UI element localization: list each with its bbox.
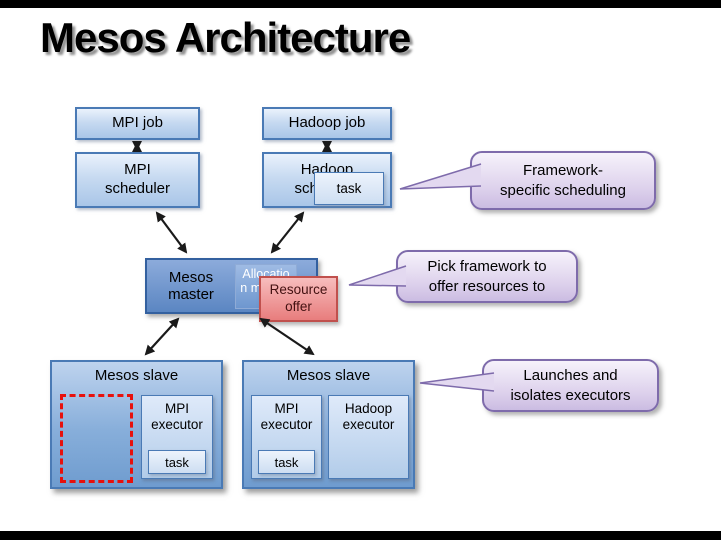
mesos-slave-left-label: Mesos slave <box>94 367 179 384</box>
empty-executor-dashed-rect <box>60 394 133 483</box>
hadoop-job-box: Hadoop job <box>262 107 392 140</box>
scheduler-task-box: task <box>314 172 384 205</box>
callout-launches-executors: Launches and isolates executors <box>482 359 659 412</box>
callout-framework-scheduling: Framework- specific scheduling <box>470 151 656 210</box>
arrow-master-slave-right <box>259 317 315 356</box>
slide-title: Mesos Architecture <box>40 14 411 61</box>
resource-offer-box: Resource offer <box>259 276 338 322</box>
mesos-slave-right-label: Mesos slave <box>286 367 371 384</box>
arrow-master-slave-left <box>144 317 180 356</box>
callout-pick-framework: Pick framework to offer resources to <box>396 250 578 303</box>
mpi-job-box: MPI job <box>75 107 200 140</box>
arrow-mpi-scheduler-master <box>155 211 188 254</box>
mpi-scheduler-box: MPI scheduler <box>75 152 200 208</box>
letterbox-top <box>0 0 721 8</box>
mesos-master-label: Mesos master <box>168 269 214 303</box>
hadoop-executor-box: Hadoop executor <box>328 395 409 479</box>
mesos-slave-left-box: Mesos slave MPI executor task <box>50 360 223 489</box>
task-box-right: task <box>258 450 315 474</box>
letterbox-bottom <box>0 531 721 540</box>
task-box-left: task <box>148 450 206 474</box>
mesos-slave-right-box: Mesos slave MPI executor task Hadoop exe… <box>242 360 415 489</box>
arrow-hadoop-scheduler-master <box>270 211 305 254</box>
